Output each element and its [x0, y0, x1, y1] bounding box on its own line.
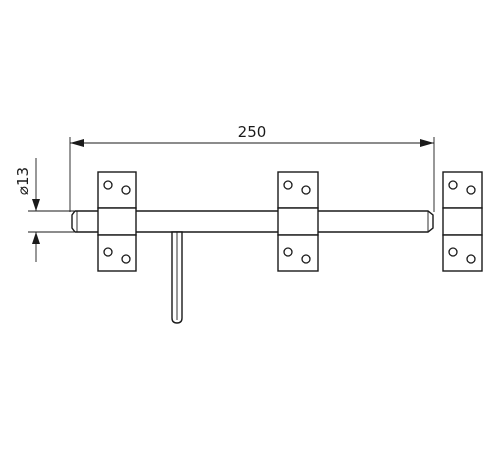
screw-hole-icon [283, 180, 293, 190]
screw-hole-icon [448, 247, 458, 257]
arrow-right-icon [420, 139, 434, 147]
screw-hole-icon [448, 180, 458, 190]
length-dimension: 250 [69, 123, 435, 212]
screw-hole-icon [283, 247, 293, 257]
screw-hole-icon [466, 185, 476, 195]
arrow-left-icon [70, 139, 84, 147]
screw-hole-icon [121, 185, 131, 195]
screw-hole-icon [103, 180, 113, 190]
length-label: 250 [238, 123, 267, 141]
middle-bracket-collar [277, 207, 319, 236]
diameter-arrow-up-icon [32, 232, 40, 244]
right-keeper-collar [442, 207, 483, 236]
vertical-handle [171, 231, 183, 324]
middle-bracket-top-plate [277, 171, 319, 209]
left-bracket [97, 171, 137, 272]
screw-hole-icon [466, 254, 476, 264]
screw-hole-icon [103, 247, 113, 257]
screw-hole-icon [301, 185, 311, 195]
right-keeper [442, 171, 483, 272]
left-bracket-collar [97, 207, 137, 236]
diameter-label: ⌀13 [14, 167, 32, 195]
screw-hole-icon [121, 254, 131, 264]
middle-bracket [277, 171, 319, 272]
screw-hole-icon [301, 254, 311, 264]
diameter-dimension: ⌀13 [14, 158, 74, 262]
diameter-arrow-down-icon [32, 199, 40, 211]
right-keeper-top-plate [442, 171, 483, 209]
bolt-rod [71, 210, 434, 233]
